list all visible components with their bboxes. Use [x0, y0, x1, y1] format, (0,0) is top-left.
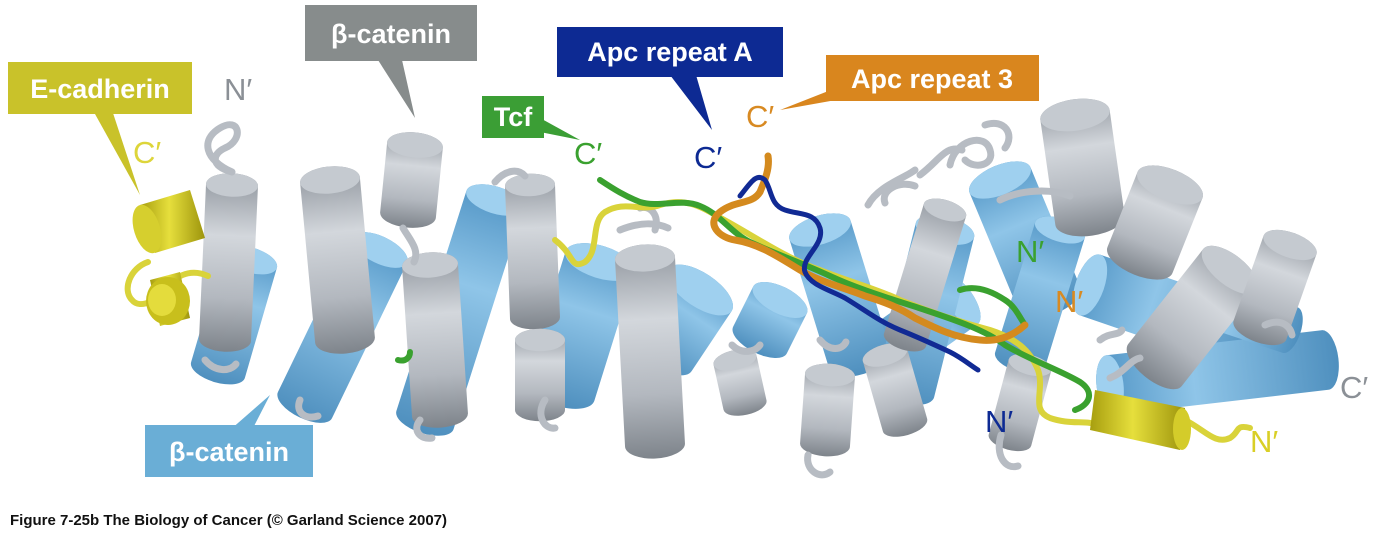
beta-catenin-blue-label: β-catenin: [169, 437, 289, 467]
e-cadherin-helices: [132, 190, 1191, 450]
beta-catenin-gray-callout: β-catenin: [305, 5, 477, 118]
gray-helix: [515, 328, 565, 422]
beta-catenin-n-terminus: N′: [224, 72, 252, 107]
apc-repeat-3-c-terminus: C′: [746, 99, 774, 134]
gray-helix: [199, 173, 258, 352]
tcf-label: Tcf: [494, 102, 534, 132]
gray-helix: [380, 132, 443, 228]
e-cadherin-label: E-cadherin: [30, 74, 170, 104]
beta-catenin-gray-label: β-catenin: [331, 19, 451, 49]
gray-helix: [615, 244, 685, 459]
e-cadherin-n-terminus: N′: [1250, 424, 1278, 459]
gray-helix: [505, 173, 560, 330]
blue-helix: [732, 281, 808, 359]
gray-helix: [862, 343, 928, 437]
gray-helix: [1107, 165, 1204, 280]
beta-catenin-blue-callout: β-catenin: [145, 395, 313, 477]
apc-repeat-a-chain: [737, 174, 981, 373]
beta-catenin-c-terminus: C′: [1340, 370, 1368, 405]
beta-catenin-loops: [201, 119, 1296, 479]
gray-helix: [1126, 245, 1259, 390]
gray-helix: [1233, 229, 1317, 346]
apc-repeat-a-c-terminus: C′: [694, 140, 722, 175]
apc-repeat-a-label: Apc repeat A: [587, 37, 753, 67]
apc-repeat-a-callout: Apc repeat A: [557, 27, 783, 130]
tcf-c-terminus: C′: [574, 136, 602, 171]
gray-helix: [800, 363, 855, 457]
tcf-callout: Tcf: [482, 96, 580, 140]
e-cadherin-c-terminus: C′: [133, 135, 161, 170]
figure-caption: Figure 7-25b The Biology of Cancer (© Ga…: [10, 512, 448, 529]
apc-repeat-3-callout: Apc repeat 3: [780, 55, 1039, 110]
tcf-n-terminus: N′: [1016, 234, 1044, 269]
gray-helix: [713, 349, 767, 416]
apc-repeat-3-n-terminus: N′: [1055, 284, 1083, 319]
apc-repeat-3-chain: [710, 152, 1029, 344]
e-cadherin-callout: E-cadherin: [8, 62, 192, 195]
apc-repeat-a-n-terminus: N′: [985, 404, 1013, 439]
tcf-chain: [395, 177, 1092, 413]
gray-helix: [402, 252, 468, 428]
apc-repeat-3-label: Apc repeat 3: [851, 64, 1013, 94]
gray-helix: [300, 166, 375, 354]
gray-helix: [1040, 98, 1125, 237]
